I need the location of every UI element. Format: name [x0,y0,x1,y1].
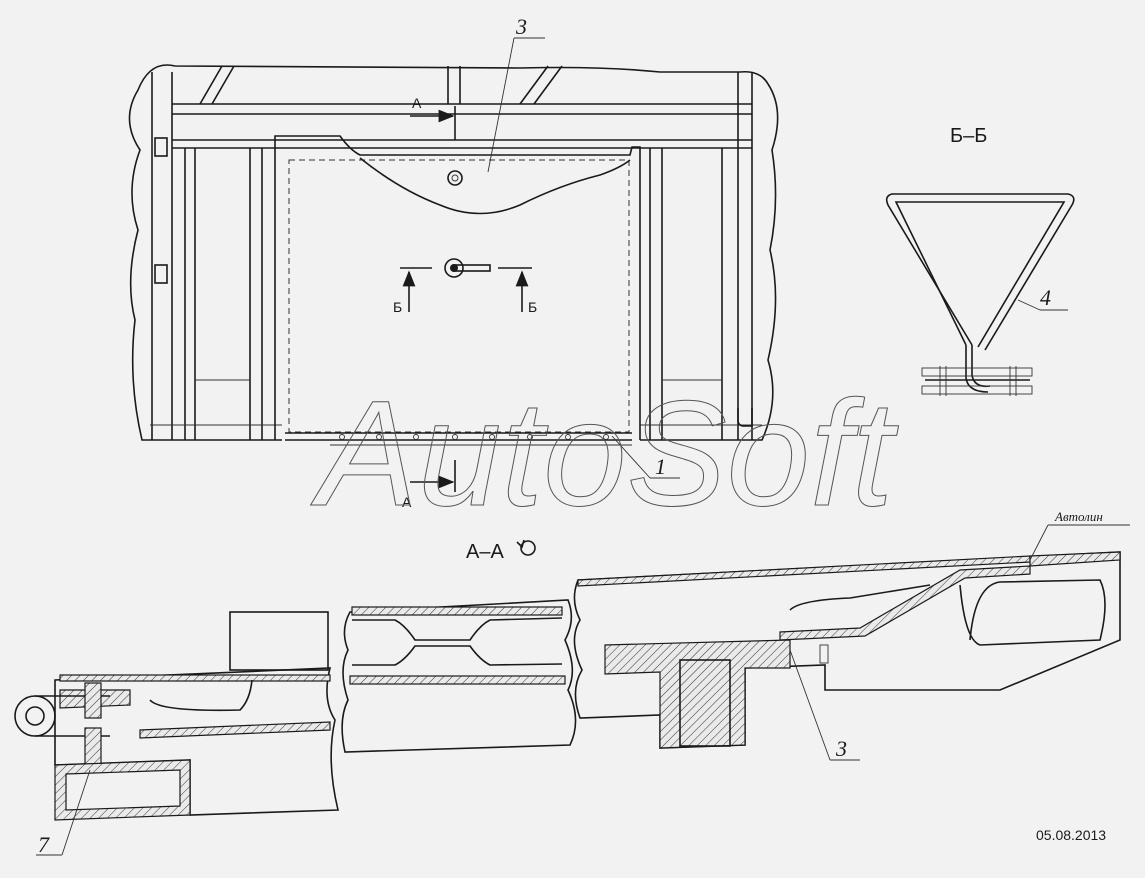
cover-plate [274,135,641,440]
watermark-logo: AutoSoft [310,369,899,537]
callout-item-4: 4 [1040,285,1051,310]
leader-line [1029,524,1049,561]
callout-item-3-top: 3 [515,14,527,39]
edge-fasteners [339,434,609,440]
rectangular-tube [54,759,191,821]
lock-knob-icon [444,258,491,278]
triangle-bracket [885,193,1075,351]
clip-block [154,137,168,157]
callout-item-7: 7 [38,832,50,857]
cut-marker-a-top: А [412,95,422,111]
bolt-item-7 [84,682,102,719]
leader-line [611,435,651,479]
plan-view: А А Б Б 3 1 [128,14,779,510]
bracket-block [229,611,329,671]
mount-boss [604,639,791,749]
corrugated-panel [352,617,563,666]
bolt-head-icon [447,170,463,186]
drawing-date: 05.08.2013 [1036,827,1106,843]
sloped-reinforcement [779,565,1031,641]
leader-line [487,37,515,173]
rotated-view-circle-icon [520,540,536,556]
hidden-outline [288,159,630,433]
cut-marker-b-right: Б [528,299,537,315]
leader-line [789,649,831,761]
leader-line [61,769,91,856]
section-segment-left [54,667,340,816]
clip-block [737,408,753,427]
callout-item-1: 1 [655,454,666,479]
section-bb-view: Б–Б 4 [885,125,1075,396]
section-bb-title: Б–Б [950,125,987,147]
leader-line [1017,299,1041,311]
callout-item-3-bottom: 3 [835,736,847,761]
panel-section-rivets [939,366,1017,396]
section-aa-view: А–А 7 [14,509,1130,857]
cut-marker-b-left: Б [393,299,402,315]
clip-block [154,264,168,284]
plan-view-break-outline [128,64,779,441]
material-note-label: Автолин [1054,509,1103,524]
section-segment-middle [341,599,577,753]
torn-cover-edge [359,157,631,215]
bolt-item-7 [84,727,102,767]
cut-marker-a-bottom: А [402,494,412,510]
section-aa-title: А–А [466,541,504,563]
